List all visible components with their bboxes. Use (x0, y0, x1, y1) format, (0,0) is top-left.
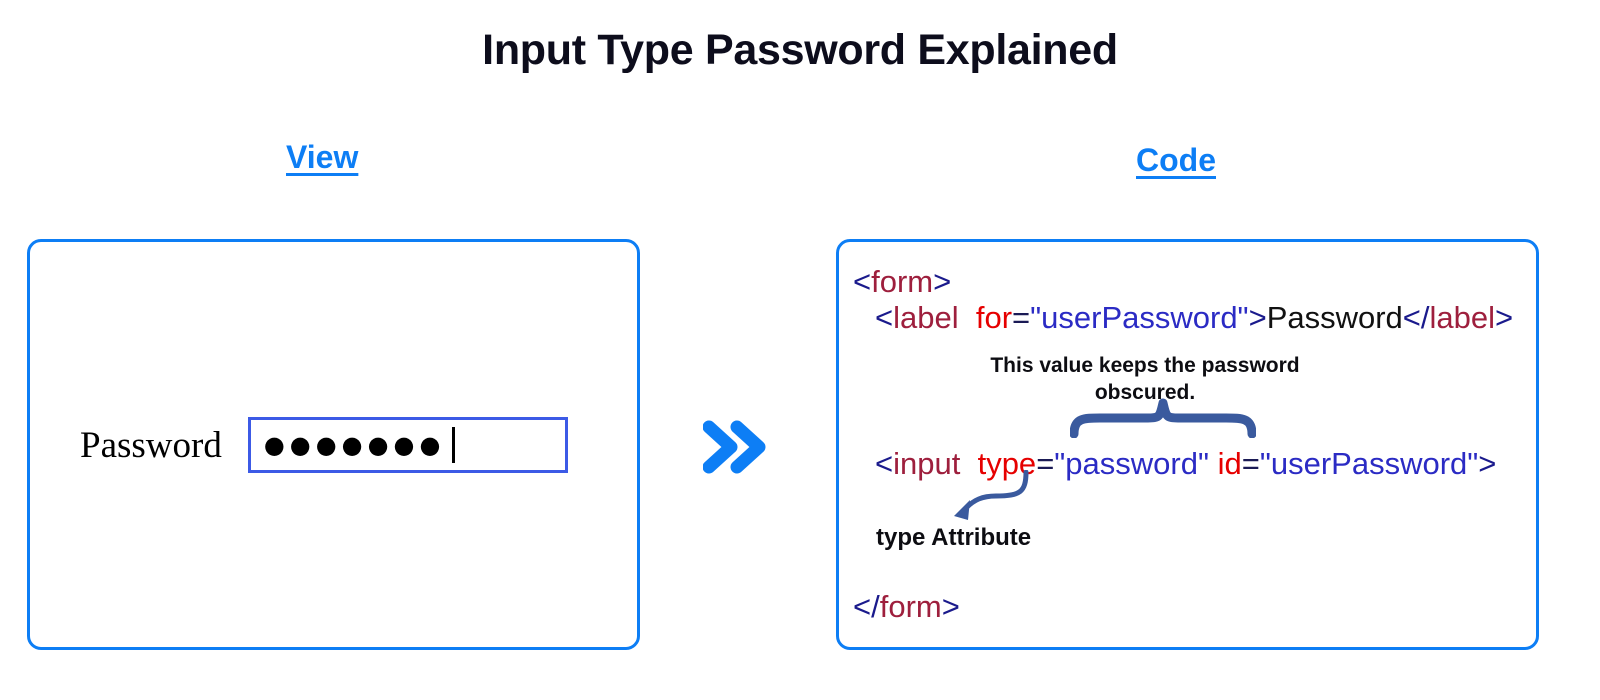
code-token-bracket: </ (853, 589, 880, 624)
code-column-heading: Code (1136, 142, 1216, 178)
code-token-tag: form (871, 264, 934, 299)
code-token-bracket: > (933, 264, 952, 299)
code-token-eq: = (1241, 446, 1260, 481)
page-title: Input Type Password Explained (482, 26, 1118, 74)
double-chevron-right-icon (703, 420, 766, 474)
code-token-value: "password" (1054, 446, 1209, 481)
code-token-bracket: > (1495, 300, 1514, 335)
code-token-attr: id (1217, 446, 1242, 481)
password-input[interactable]: ●●●●●●● (247, 417, 568, 473)
code-token-space (1209, 446, 1218, 481)
code-token-text: Password (1266, 300, 1403, 335)
code-token-tag: label (1429, 300, 1496, 335)
view-panel: Password ●●●●●●● (27, 239, 640, 650)
code-token-bracket: < (875, 446, 894, 481)
code-token-attr: for (975, 300, 1013, 335)
code-token-tag: label (893, 300, 959, 335)
password-masked-value: ●●●●●●● (263, 431, 446, 459)
text-caret (452, 427, 456, 463)
code-token-tag: input (893, 446, 961, 481)
code-token-value: "userPassword" (1259, 446, 1479, 481)
code-token-bracket: > (1248, 300, 1267, 335)
curly-brace-icon (1070, 398, 1256, 438)
code-line-form-open: <form> (853, 266, 951, 297)
code-panel: <form> <label for="userPassword">Passwor… (836, 239, 1539, 650)
annotation-obscured-note: This value keeps the password obscured. (990, 354, 1300, 405)
callout-arrow-icon (954, 470, 1029, 520)
code-token-space (959, 300, 976, 335)
code-token-bracket: < (853, 264, 872, 299)
code-token-eq: = (1036, 446, 1055, 481)
code-line-form-close: </form> (853, 591, 960, 622)
code-token-value: "userPassword" (1030, 300, 1249, 335)
code-token-bracket: < (875, 300, 894, 335)
code-line-label: <label for="userPassword">Password</labe… (875, 302, 1513, 333)
code-token-tag: form (879, 589, 942, 624)
code-token-eq: = (1012, 300, 1031, 335)
code-token-bracket: > (1478, 446, 1497, 481)
password-label: Password (80, 424, 222, 466)
code-listing: <form> <label for="userPassword">Passwor… (839, 242, 1536, 647)
password-form-row: Password ●●●●●●● (80, 417, 568, 473)
code-token-bracket: </ (1402, 300, 1430, 335)
code-token-bracket: > (941, 589, 960, 624)
view-column-heading: View (286, 139, 359, 175)
annotation-type-attribute-label: type Attribute (876, 524, 1032, 551)
code-line-input: <input type="password" id="userPassword"… (875, 448, 1496, 479)
